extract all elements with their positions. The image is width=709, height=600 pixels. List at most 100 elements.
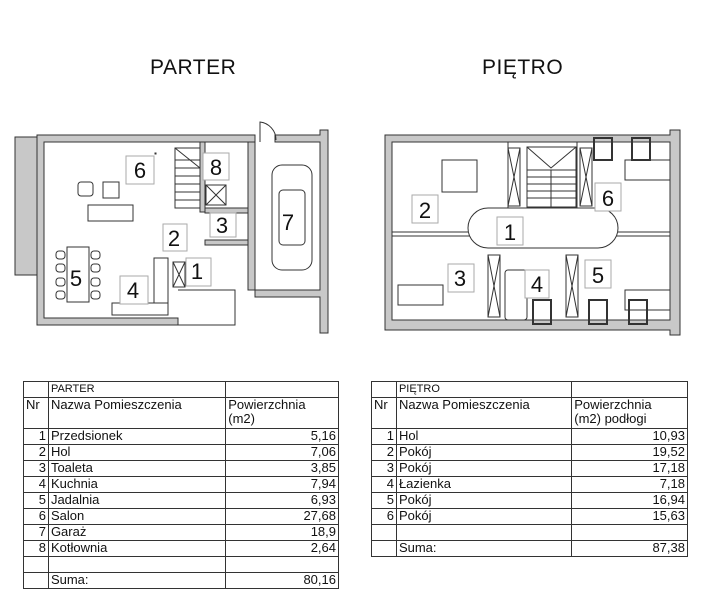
- table-row: Suma:80,16: [23, 572, 339, 589]
- parter-plan: [14, 121, 329, 334]
- row-area: 18,9: [225, 524, 339, 541]
- room-label-1: 1: [504, 220, 516, 245]
- room-label-5: 5: [70, 266, 82, 291]
- room-label-2: 2: [419, 198, 431, 223]
- empty-cell: [371, 524, 397, 541]
- row-nr: 2: [23, 444, 49, 461]
- bed: [397, 284, 444, 306]
- room-label-4: 4: [127, 278, 139, 303]
- header-area-line2: (m2) podłogi: [574, 411, 647, 426]
- row-name: Pokój: [395, 460, 573, 477]
- pietro-stairs: [526, 146, 577, 208]
- header-nr: Nr: [23, 397, 49, 429]
- row-area: 19,52: [571, 444, 688, 461]
- empty-cell: [395, 524, 573, 541]
- row-area: 7,94: [225, 476, 339, 493]
- row-name: Salon: [47, 508, 227, 525]
- sum-label: Suma:: [47, 572, 227, 589]
- header-area: Powierzchnia(m2) podłogi: [571, 397, 688, 429]
- row-nr: 6: [23, 508, 49, 525]
- room-label-5: 5: [592, 263, 604, 288]
- empty-cell: [225, 556, 339, 573]
- room-label-3: 3: [216, 213, 228, 238]
- floor-plans: 6 8 3 7 2 1 5 4: [14, 121, 681, 336]
- table-row: Suma:87,38: [371, 540, 688, 557]
- room-label-6: 6: [134, 158, 146, 183]
- sum-value: 87,38: [571, 540, 688, 557]
- sofa: [77, 181, 134, 222]
- header-nr: Nr: [371, 397, 397, 429]
- parter-room-labels: 6 8 3 7 2 1 5 4: [70, 152, 294, 305]
- sum-value: 80,16: [225, 572, 339, 589]
- row-nr: 6: [371, 508, 397, 525]
- pietro-plan: [384, 129, 681, 336]
- row-name: Toaleta: [47, 460, 227, 477]
- row-nr: 5: [23, 492, 49, 509]
- empty-cell: [23, 556, 49, 573]
- header-name: Nazwa Pomieszczenia: [47, 397, 227, 429]
- row-area: 16,94: [571, 492, 688, 509]
- table-row: [371, 524, 688, 541]
- row-nr: 4: [23, 476, 49, 493]
- stairs: [174, 147, 201, 209]
- room-label-7: 7: [282, 210, 294, 235]
- header-area-line1: Powierzchnia: [228, 397, 306, 412]
- parter-outer-wall: [36, 134, 256, 326]
- room-label-4: 4: [531, 272, 543, 297]
- garage-car: [271, 164, 313, 271]
- row-name: Łazienka: [395, 476, 573, 493]
- row-nr: 7: [23, 524, 49, 541]
- row-area: 15,63: [571, 508, 688, 525]
- boiler: [205, 184, 227, 206]
- row-area: 10,93: [571, 428, 688, 445]
- row-nr: 8: [23, 540, 49, 557]
- bathtub: [504, 269, 528, 321]
- room-label-1: 1: [191, 259, 203, 284]
- room-label-6: 6: [602, 186, 614, 211]
- row-name: Przedsionek: [47, 428, 227, 445]
- wardrobes: [487, 147, 593, 318]
- hallway: [467, 207, 619, 249]
- row-area: 5,16: [225, 428, 339, 445]
- garage-wall: [254, 129, 329, 334]
- row-name: Pokój: [395, 492, 573, 509]
- empty-cell: [47, 556, 227, 573]
- table-row: [23, 556, 339, 573]
- empty-cell: [571, 524, 688, 541]
- header-area-line2: (m2): [228, 411, 255, 426]
- empty-cell: [371, 540, 397, 557]
- table-caption: PARTER: [47, 381, 227, 398]
- row-area: 17,18: [571, 460, 688, 477]
- room-label-8: 8: [210, 155, 222, 180]
- pietro-title: PIĘTRO: [482, 56, 564, 79]
- parter-title: PARTER: [150, 56, 237, 79]
- header-area-line1: Powierzchnia: [574, 397, 652, 412]
- row-area: 3,85: [225, 460, 339, 477]
- row-name: Pokój: [395, 508, 573, 525]
- row-name: Kuchnia: [47, 476, 227, 493]
- row-name: Pokój: [395, 444, 573, 461]
- row-nr: 5: [371, 492, 397, 509]
- empty-cell: [23, 572, 49, 589]
- row-nr: 4: [371, 476, 397, 493]
- row-nr: 1: [371, 428, 397, 445]
- room-label-2: 2: [168, 226, 180, 251]
- row-name: Hol: [47, 444, 227, 461]
- garage-door: [259, 121, 277, 142]
- table-caption: PIĘTRO: [395, 381, 573, 398]
- row-name: Garaż: [47, 524, 227, 541]
- row-area: 7,18: [571, 476, 688, 493]
